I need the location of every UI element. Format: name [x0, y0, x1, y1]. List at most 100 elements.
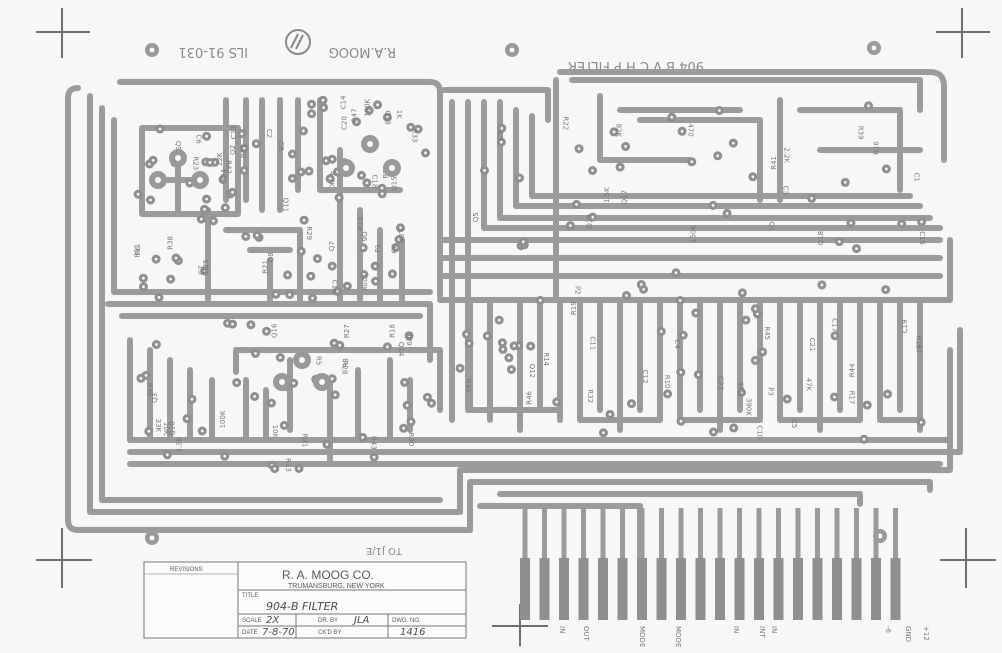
connector-label: GND — [904, 626, 912, 642]
company-name: R. A. MOOG CO. — [282, 568, 374, 582]
connector-finger — [851, 558, 862, 620]
pad-hole — [867, 104, 870, 108]
component-label: 10K — [271, 425, 279, 439]
pad-hole — [310, 102, 313, 106]
pad-hole — [680, 129, 684, 133]
pot-pad-holes — [155, 141, 395, 385]
component-label: R42 — [225, 160, 233, 174]
component-label: 120K — [360, 273, 368, 291]
pad-hole — [731, 141, 735, 145]
component-label: C21 — [808, 338, 816, 352]
component-label: C15 — [918, 231, 926, 245]
dr-by-value: JLA — [352, 615, 370, 626]
component-label: P2 — [574, 286, 582, 295]
pad-hole — [499, 140, 503, 144]
pad-hole — [407, 334, 411, 338]
component-label: Q2 — [229, 145, 237, 155]
component-label: 1K — [395, 110, 403, 119]
component-label: C8 — [277, 141, 285, 150]
pad-hole — [678, 299, 682, 302]
pad-hole — [205, 134, 209, 138]
connector-label: MODE — [638, 626, 646, 647]
pad-hole — [679, 419, 683, 423]
component-label: R24 — [220, 168, 228, 182]
pad-hole — [865, 403, 869, 407]
pad-hole — [409, 420, 413, 424]
pad-hole — [885, 167, 888, 171]
pad-hole — [674, 271, 678, 275]
pad-hole — [335, 289, 339, 293]
component-labels: R5R6R7R8R9R10R11R12R13R14R15R16R17R18R19… — [134, 95, 927, 472]
connector-finger — [812, 558, 823, 620]
pad-hole — [205, 197, 209, 201]
pad-hole — [694, 311, 698, 315]
title-value: 904-B FILTER — [266, 600, 338, 613]
component-label: C5 — [790, 419, 798, 428]
copper-traces — [65, 69, 963, 563]
pad-hole — [837, 240, 841, 244]
pad-hole — [278, 356, 282, 359]
component-label: Q1 — [767, 221, 775, 231]
pad-hole — [501, 341, 504, 345]
pad-hole — [518, 176, 521, 180]
pad-hole — [270, 401, 273, 405]
pad-hole — [833, 334, 837, 338]
component-label: R32 — [586, 389, 594, 403]
pad-hole — [756, 312, 759, 316]
pad-hole — [147, 429, 151, 433]
component-label: R35 — [240, 144, 248, 158]
connector-label: INT — [758, 626, 766, 638]
component-label: R14 — [542, 352, 550, 366]
pad-hole — [155, 343, 158, 346]
connector-finger — [656, 558, 667, 620]
pad-hole — [355, 120, 358, 124]
pad-hole — [630, 402, 633, 405]
component-label: C13 — [230, 126, 238, 140]
component-label: R18 — [388, 324, 396, 338]
pad-hole — [291, 152, 294, 156]
pad-hole — [920, 220, 923, 224]
component-label: 68K — [406, 332, 414, 346]
pad-hole — [555, 400, 559, 404]
connector-finger — [754, 558, 764, 620]
pad-hole — [376, 103, 379, 107]
pad-hole — [365, 181, 369, 185]
pad-hole — [591, 169, 594, 172]
date-label: DATE — [242, 630, 258, 636]
pad-hole — [309, 274, 313, 278]
pad-hole — [741, 291, 744, 295]
pad-hole — [265, 329, 268, 333]
pad-hole — [203, 207, 206, 211]
pad-hole — [231, 190, 234, 194]
component-label: R27 — [343, 324, 351, 338]
pad-hole — [249, 323, 253, 327]
component-label: Q19 — [585, 214, 593, 228]
pad-hole — [373, 264, 377, 268]
component-label: 1.5K — [603, 187, 611, 203]
component-label: C7 — [198, 265, 206, 274]
pad-hole — [345, 284, 349, 288]
pad-hole — [188, 181, 192, 185]
component-label: R39 — [856, 126, 864, 140]
component-label: R10 — [663, 375, 671, 389]
pad-hole — [754, 307, 757, 311]
pad-hole — [158, 127, 162, 131]
connector-finger — [715, 558, 725, 620]
pad-hole — [302, 129, 305, 133]
pad-hole — [467, 342, 471, 345]
component-label: C20 — [340, 116, 348, 130]
pad-hole — [338, 343, 342, 347]
component-label: R13 — [284, 458, 292, 472]
connector-finger — [832, 558, 842, 620]
pad-hole — [399, 226, 402, 230]
pad-hole — [485, 334, 489, 338]
pad-hole — [409, 125, 413, 129]
pad-hole — [624, 145, 627, 148]
component-label: Q5 — [472, 212, 480, 222]
connector-finger — [520, 558, 530, 620]
connector-finger — [793, 558, 803, 620]
pad-hole — [612, 130, 616, 134]
pad-hole — [240, 132, 244, 136]
connector-label: IN — [732, 626, 740, 633]
